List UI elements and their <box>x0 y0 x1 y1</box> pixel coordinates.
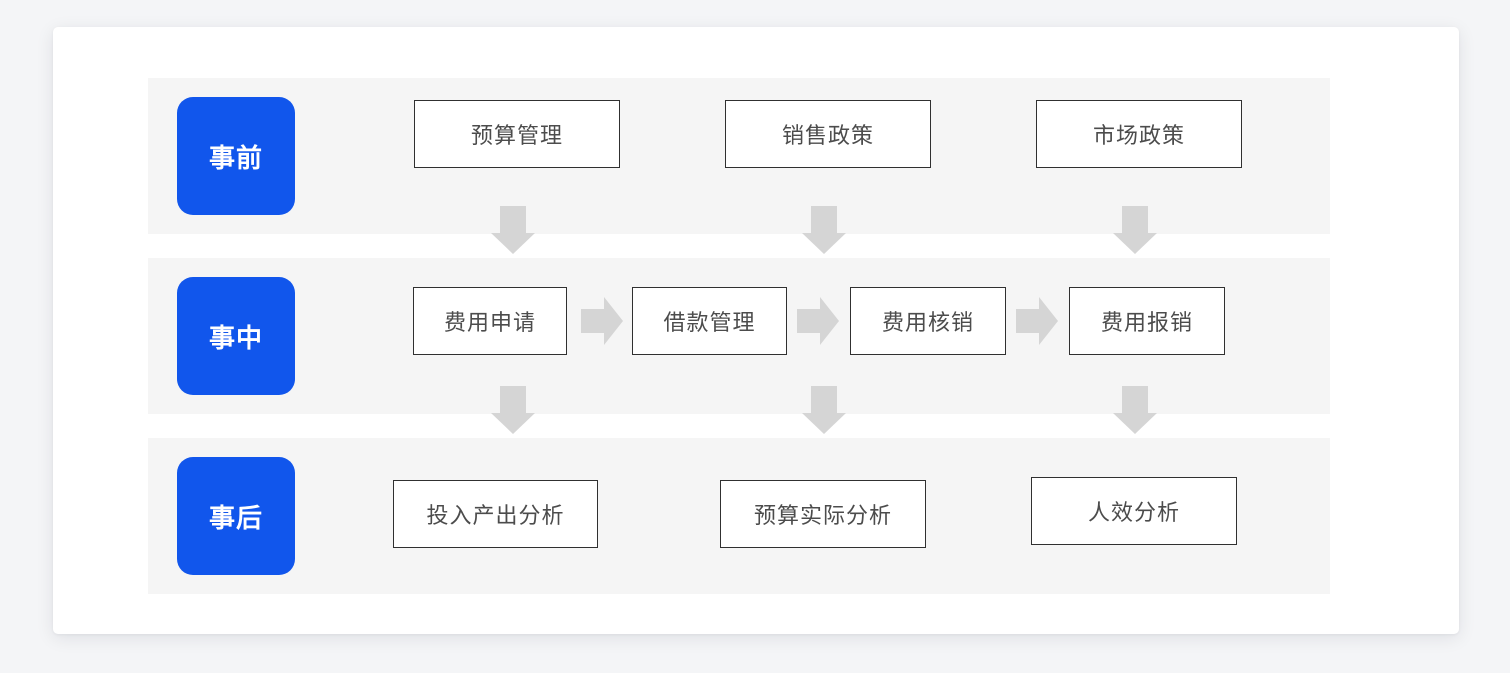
stage-badge-before: 事前 <box>177 97 295 215</box>
right-arrow-icon <box>1016 297 1058 345</box>
stage-badge-after: 事后 <box>177 457 295 575</box>
down-arrow-icon <box>1113 206 1157 254</box>
diagram-card: 事前 预算管理 销售政策 市场政策 事中 费用申请 借款管理 费用核销 费用报销… <box>53 27 1459 634</box>
stage-badge-during: 事中 <box>177 277 295 395</box>
flow-box-budget-management: 预算管理 <box>414 100 620 168</box>
flow-box-loan-management: 借款管理 <box>632 287 787 355</box>
flow-box-staff-efficiency-analysis: 人效分析 <box>1031 477 1237 545</box>
stage-row-during: 事中 费用申请 借款管理 费用核销 费用报销 <box>148 258 1330 414</box>
flow-box-input-output-analysis: 投入产出分析 <box>393 480 598 548</box>
down-arrow-icon <box>802 206 846 254</box>
down-arrow-icon <box>1113 386 1157 434</box>
right-arrow-icon <box>581 297 623 345</box>
flow-box-market-policy: 市场政策 <box>1036 100 1242 168</box>
flow-box-expense-reimbursement: 费用报销 <box>1069 287 1225 355</box>
down-arrow-icon <box>491 386 535 434</box>
flow-box-expense-verification: 费用核销 <box>850 287 1006 355</box>
stage-row-before: 事前 预算管理 销售政策 市场政策 <box>148 78 1330 234</box>
flow-box-expense-application: 费用申请 <box>413 287 567 355</box>
down-arrow-icon <box>802 386 846 434</box>
flow-box-sales-policy: 销售政策 <box>725 100 931 168</box>
down-arrow-icon <box>491 206 535 254</box>
flow-box-budget-actual-analysis: 预算实际分析 <box>720 480 926 548</box>
right-arrow-icon <box>797 297 839 345</box>
stage-row-after: 事后 投入产出分析 预算实际分析 人效分析 <box>148 438 1330 594</box>
